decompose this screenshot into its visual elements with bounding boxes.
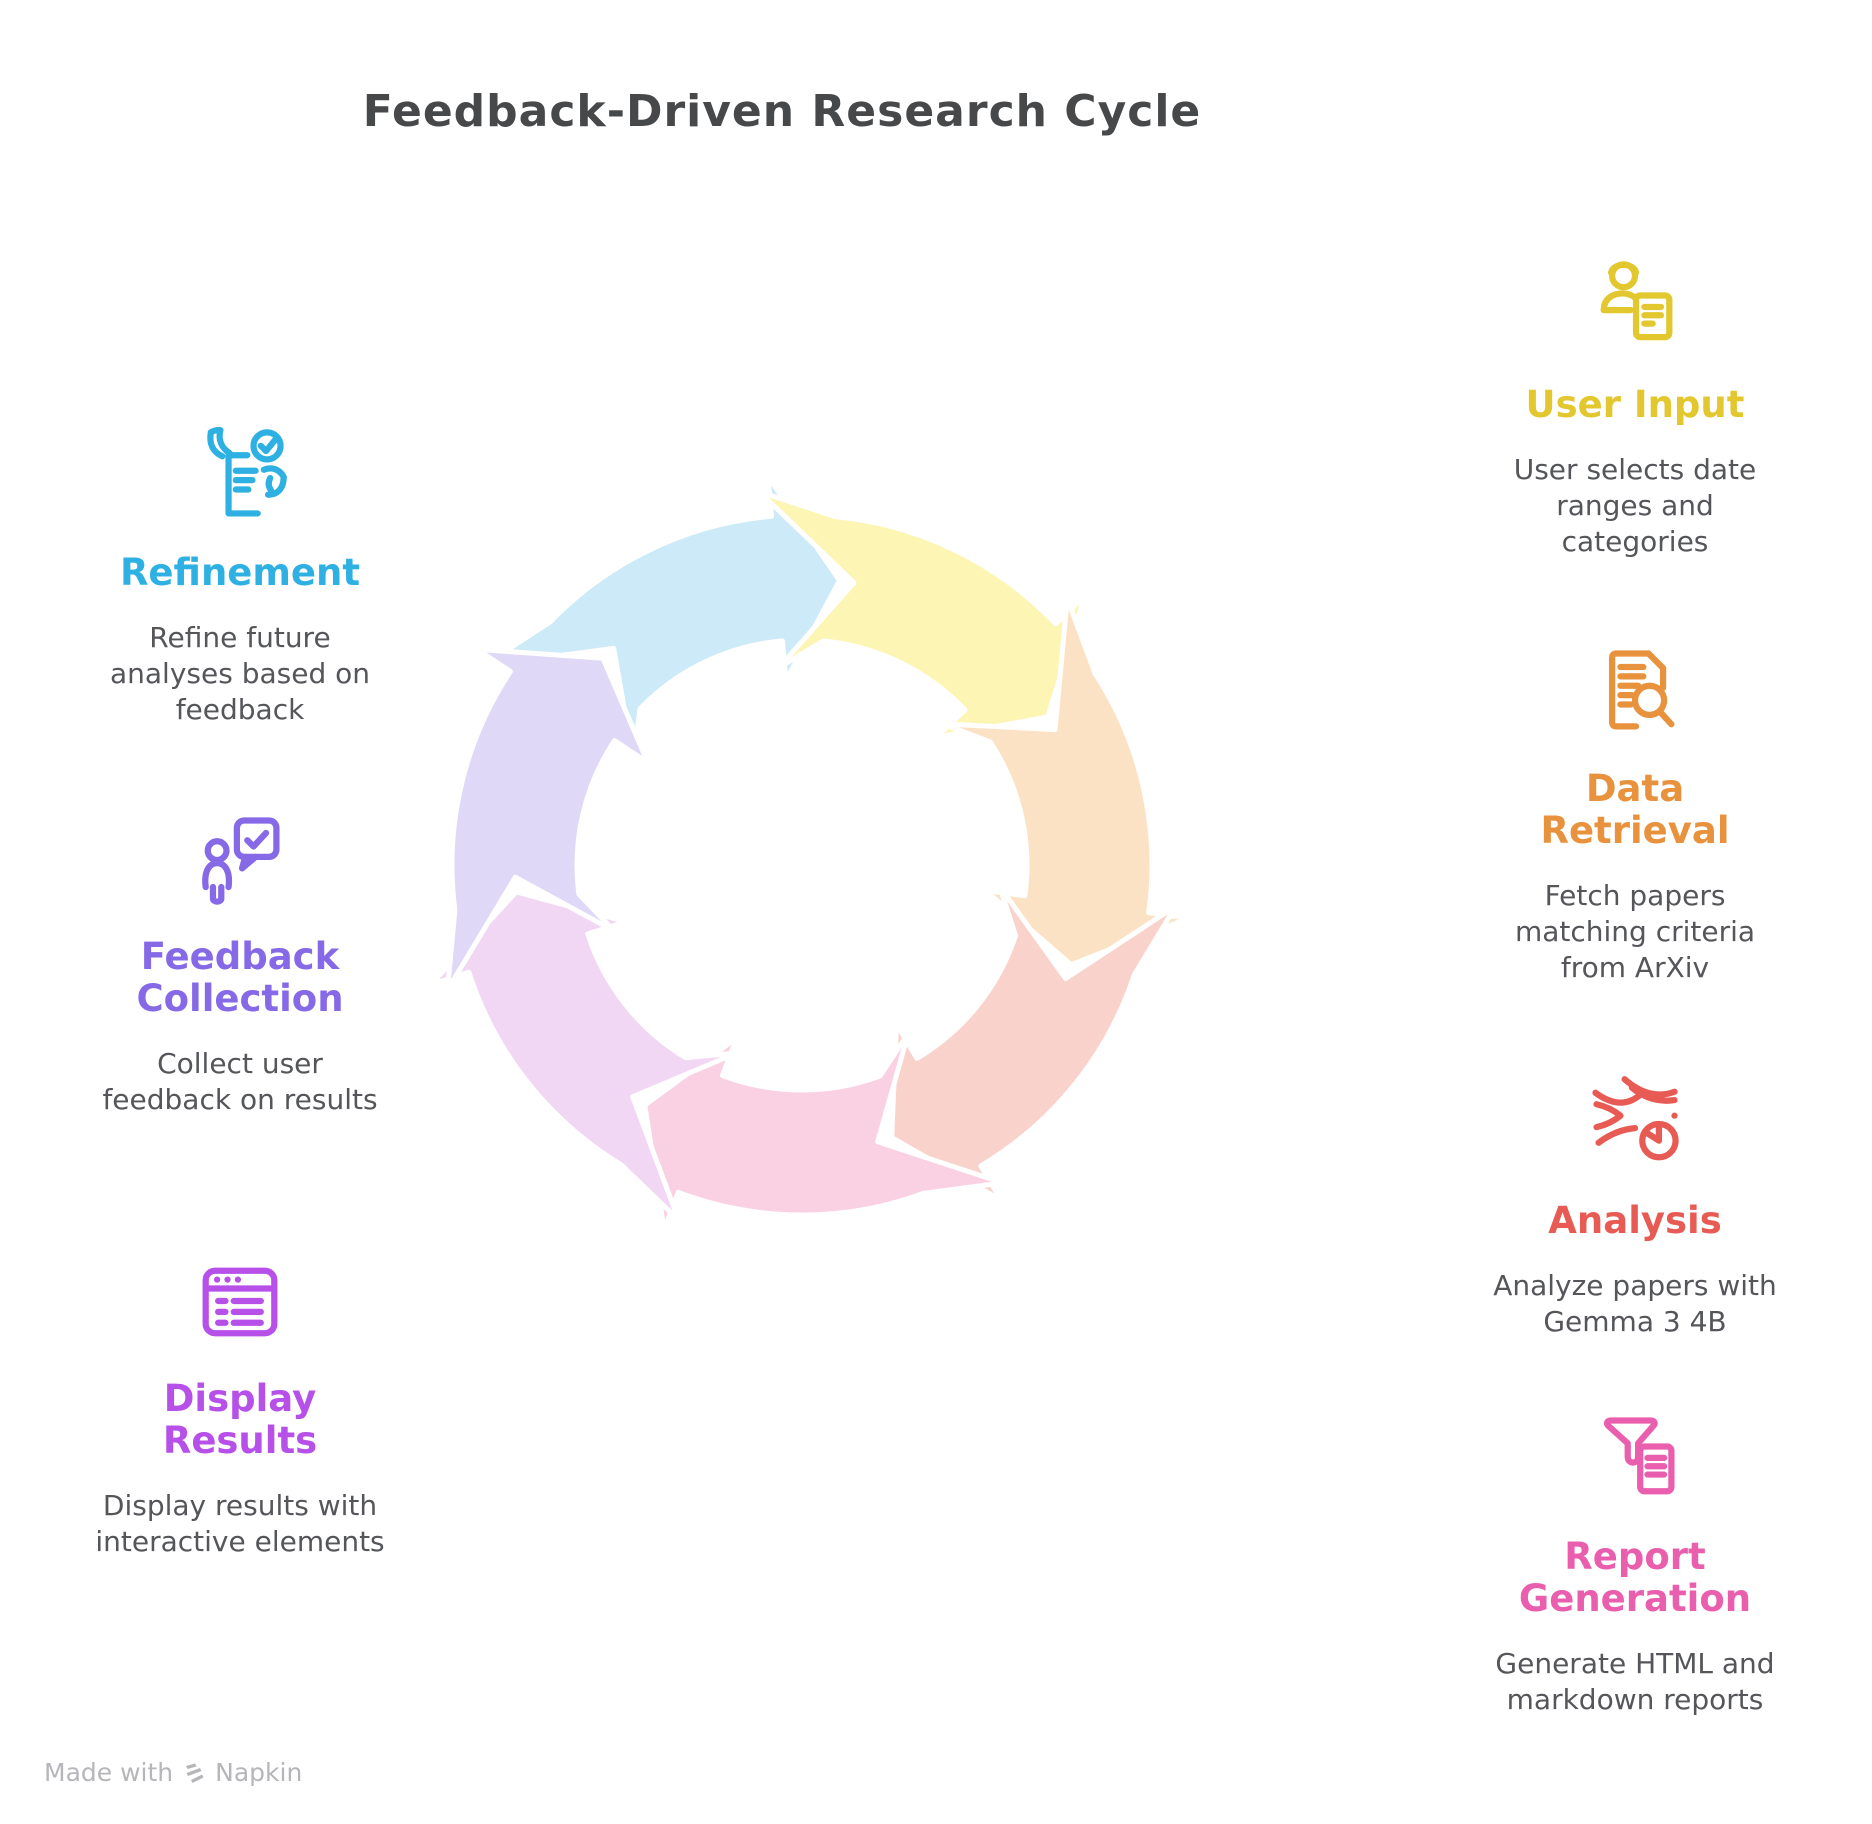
hands-document-check-icon <box>207 426 287 517</box>
browser-window-list-icon <box>202 1267 278 1337</box>
page-title: Feedback-Driven Research Cycle <box>362 86 1202 137</box>
watermark-text: Made with <box>44 1758 174 1787</box>
funnel-document-icon <box>1604 1417 1675 1495</box>
napkin-logo-icon <box>186 1763 204 1783</box>
step-user-input: User Input User selects date ranges and … <box>1465 256 1805 560</box>
cycle-segment-analysis <box>889 884 1179 1203</box>
cycle-segment-display-results <box>428 889 740 1223</box>
step-feedback-collection: Feedback Collection Collect user feedbac… <box>70 808 410 1118</box>
step-title: Analysis <box>1548 1199 1722 1242</box>
document-search-icon <box>1609 650 1675 730</box>
step-description: Display results with interactive element… <box>95 1489 385 1559</box>
step-description: Generate HTML and markdown reports <box>1495 1647 1775 1717</box>
cycle-segment-user-input <box>756 489 1088 740</box>
step-title: Feedback Collection <box>136 935 344 1021</box>
cycle-segment-data-retrieval <box>939 596 1191 968</box>
step-title: Display Results <box>162 1377 318 1463</box>
step-description: Refine future analyses based on feedback <box>109 621 370 726</box>
step-report-generation: Report Generation Generate HTML and mark… <box>1465 1408 1805 1718</box>
step-title: Refinement <box>119 551 361 594</box>
step-refinement: Refinement Refine future analyses based … <box>70 424 410 728</box>
cycle-segment-report-generation <box>642 1030 1006 1233</box>
step-analysis: Analysis Analyze papers with Gemma 3 4B <box>1465 1072 1805 1340</box>
step-description: Collect user feedback on results <box>102 1047 378 1117</box>
step-title: User Input <box>1525 383 1745 426</box>
person-chat-check-icon <box>202 817 280 905</box>
step-description: Fetch papers matching criteria from ArXi… <box>1514 879 1756 984</box>
step-data-retrieval: Data Retrieval Fetch papers matching cri… <box>1465 640 1805 986</box>
watermark-brand: Napkin <box>215 1758 303 1787</box>
watermark: Made with Napkin <box>44 1758 302 1787</box>
step-description: Analyze papers with Gemma 3 4B <box>1493 1269 1777 1338</box>
step-title: Data Retrieval <box>1540 767 1730 853</box>
user-document-icon <box>1600 261 1673 341</box>
cycle-segment-feedback-collection <box>444 646 651 993</box>
step-display-results: Display Results Display results with int… <box>70 1250 410 1560</box>
step-title: Report Generation <box>1518 1535 1752 1621</box>
cycle-diagram <box>428 474 1191 1233</box>
cycle-segment-refinement <box>480 474 842 762</box>
analysis-flow-clock-icon <box>1592 1076 1679 1161</box>
step-description: User selects date ranges and categories <box>1513 453 1757 558</box>
